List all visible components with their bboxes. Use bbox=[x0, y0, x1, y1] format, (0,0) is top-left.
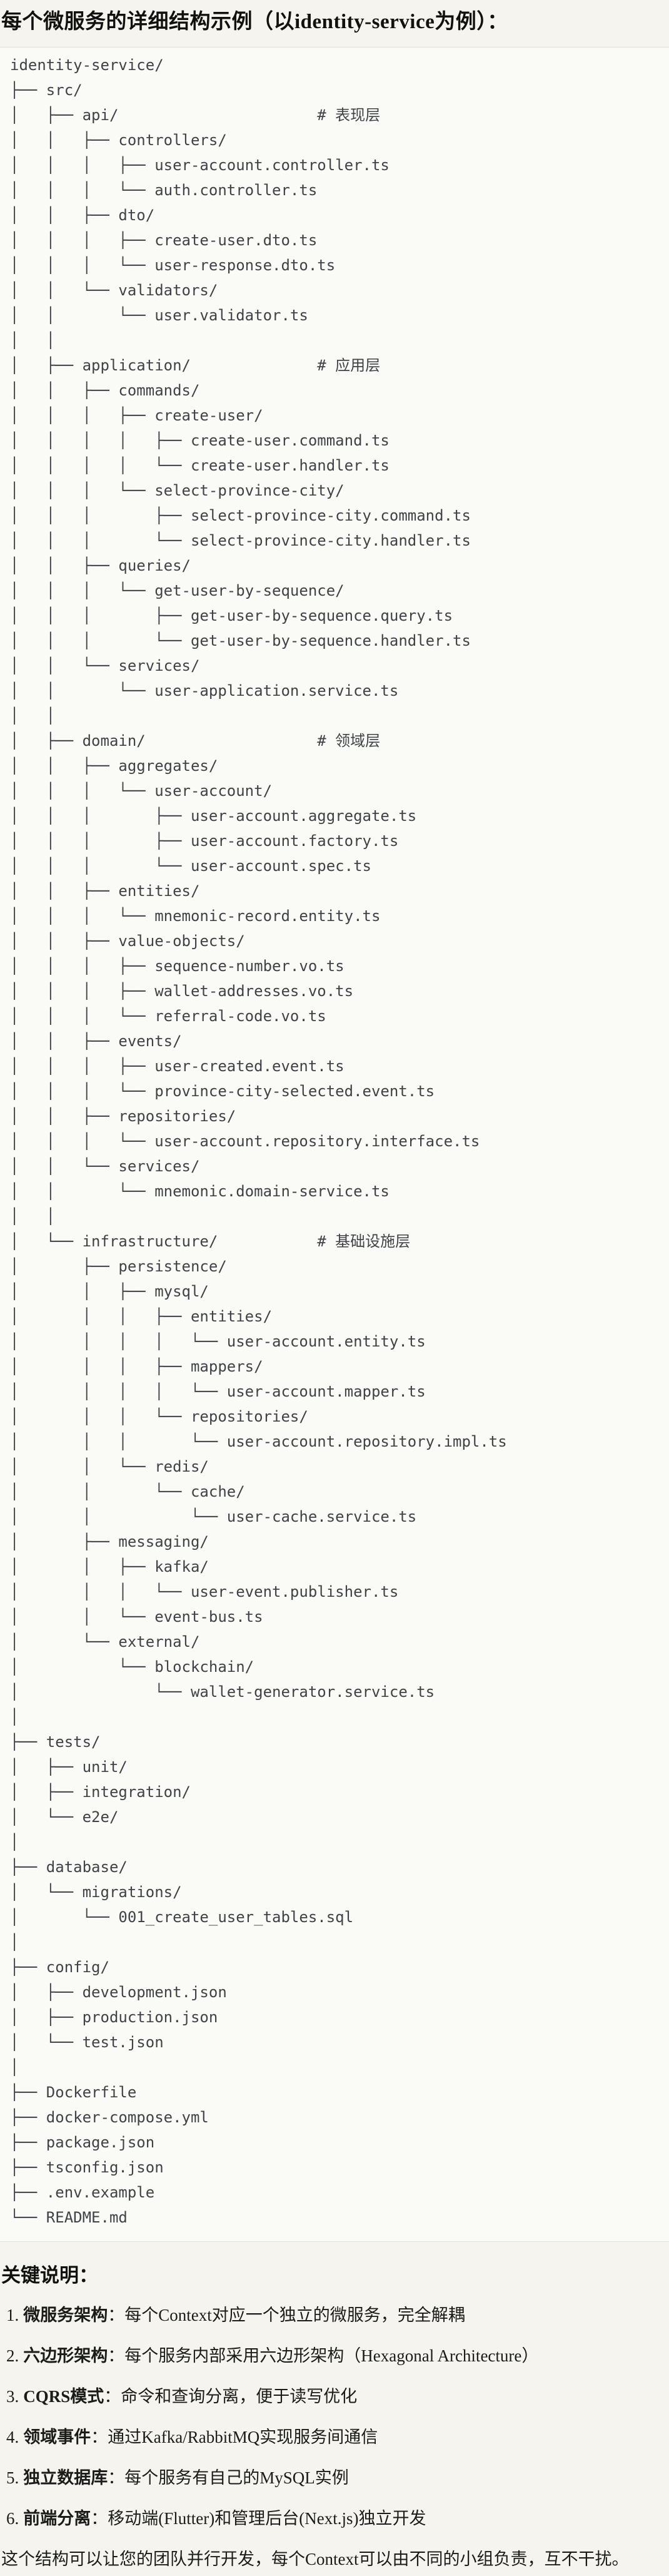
note-item: 3.CQRS模式：命令和查询分离，便于读写优化 bbox=[0, 2387, 669, 2406]
note-text: ：每个服务有自己的MySQL实例 bbox=[108, 2468, 349, 2487]
note-text: ：移动端(Flutter)和管理后台(Next.js)独立开发 bbox=[91, 2509, 426, 2528]
note-number: 2. bbox=[6, 2346, 19, 2365]
note-text: ：命令和查询分离，便于读写优化 bbox=[104, 2387, 358, 2406]
note-text: ：每个Context对应一个独立的微服务，完全解耦 bbox=[108, 2306, 465, 2324]
note-number: 1. bbox=[6, 2306, 19, 2324]
note-number: 3. bbox=[6, 2387, 19, 2406]
note-text: ：每个服务内部采用六边形架构（Hexagonal Architecture） bbox=[108, 2346, 539, 2365]
note-label: 独立数据库 bbox=[23, 2468, 108, 2487]
note-item: 2.六边形架构：每个服务内部采用六边形架构（Hexagonal Architec… bbox=[0, 2346, 669, 2366]
note-label: 六边形架构 bbox=[23, 2346, 108, 2365]
note-item: 5.独立数据库：每个服务有自己的MySQL实例 bbox=[0, 2468, 669, 2488]
notes-list: 1.微服务架构：每个Context对应一个独立的微服务，完全解耦 2.六边形架构… bbox=[0, 2306, 669, 2528]
note-label: 前端分离 bbox=[23, 2509, 91, 2528]
note-item: 4.领域事件：通过Kafka/RabbitMQ实现服务间通信 bbox=[0, 2428, 669, 2447]
note-label: 领域事件 bbox=[23, 2428, 91, 2446]
note-item: 1.微服务架构：每个Context对应一个独立的微服务，完全解耦 bbox=[0, 2306, 669, 2325]
code-block: identity-service/ ├── src/ │ ├── api/ # … bbox=[0, 47, 669, 2242]
notes-heading: 关键说明： bbox=[1, 2264, 98, 2286]
directory-tree: identity-service/ ├── src/ │ ├── api/ # … bbox=[10, 56, 507, 2226]
note-label: 微服务架构 bbox=[23, 2306, 108, 2324]
note-text: ：通过Kafka/RabbitMQ实现服务间通信 bbox=[91, 2428, 378, 2446]
note-item: 6.前端分离：移动端(Flutter)和管理后台(Next.js)独立开发 bbox=[0, 2509, 669, 2528]
note-number: 6. bbox=[6, 2509, 19, 2528]
page-title: 每个微服务的详细结构示例（以identity-service为例）： bbox=[1, 11, 508, 33]
note-number: 4. bbox=[6, 2428, 19, 2446]
note-number: 5. bbox=[6, 2468, 19, 2487]
note-label: CQRS模式 bbox=[23, 2387, 104, 2406]
closing-paragraph: 这个结构可以让您的团队并行开发，每个Context可以由不同的小组负责，互不干扰… bbox=[1, 2550, 629, 2568]
